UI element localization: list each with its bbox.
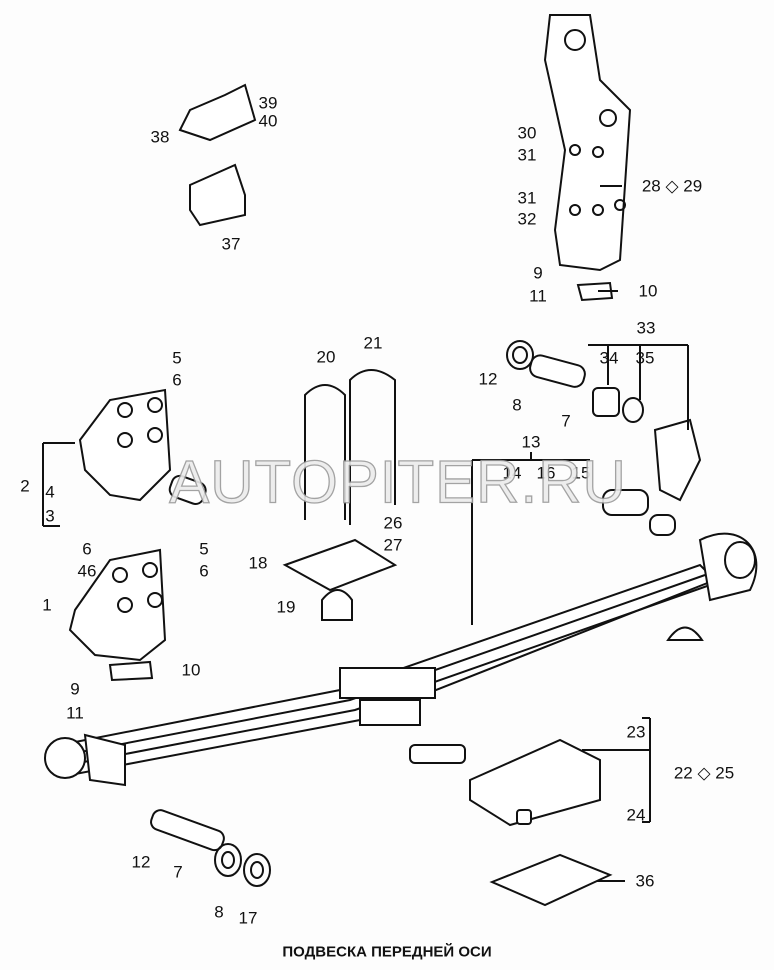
leaf-spring bbox=[44, 532, 758, 787]
part-label: 24 bbox=[626, 805, 646, 825]
rubber-block bbox=[189, 163, 246, 227]
part-label: 22 ◇ 25 bbox=[673, 763, 735, 783]
part-label: 28 ◇ 29 bbox=[641, 176, 703, 196]
part-label: 5 bbox=[172, 348, 182, 368]
part-label: 10 bbox=[638, 281, 658, 301]
part-label: 9 bbox=[533, 263, 543, 283]
part-label: 46 bbox=[77, 561, 97, 581]
part-label: 10 bbox=[181, 660, 201, 680]
part-label: 6 bbox=[82, 539, 92, 559]
front-bracket bbox=[78, 388, 172, 502]
part-label: 40 bbox=[258, 111, 278, 131]
part-label: 7 bbox=[561, 411, 571, 431]
plate-36 bbox=[489, 853, 613, 907]
part-label: 11 bbox=[529, 286, 547, 306]
part-label: 8 bbox=[512, 395, 522, 415]
part-label: 15 bbox=[571, 463, 591, 483]
part-label: 1 bbox=[42, 595, 52, 615]
shackle bbox=[653, 418, 702, 502]
part-label: 11 bbox=[66, 703, 84, 723]
part-label: 31 bbox=[517, 188, 537, 208]
part-label: 2 bbox=[20, 476, 30, 496]
part-label: 31 bbox=[517, 145, 537, 165]
part-label: 30 bbox=[517, 123, 537, 143]
part-label: 19 bbox=[276, 597, 296, 617]
bump-stop bbox=[321, 589, 353, 621]
part-label: 33 bbox=[636, 318, 656, 338]
part-label: 14 bbox=[502, 463, 522, 483]
part-label: 34 bbox=[599, 348, 619, 368]
part-label: 6 bbox=[172, 370, 182, 390]
part-label: 27 bbox=[383, 535, 403, 555]
part-label: 39 bbox=[258, 93, 278, 113]
part-label: 3 bbox=[45, 506, 55, 526]
spring-pad bbox=[282, 538, 398, 592]
clamp-plate bbox=[469, 738, 601, 827]
part-label: 26 bbox=[383, 513, 403, 533]
part-label: 7 bbox=[173, 862, 183, 882]
part-label: 37 bbox=[221, 234, 241, 254]
part-label: 13 bbox=[521, 432, 541, 452]
part-label: 21 bbox=[363, 333, 383, 353]
spring-hanger bbox=[543, 14, 632, 302]
part-label: 9 bbox=[70, 679, 80, 699]
part-label: 38 bbox=[150, 127, 170, 147]
part-label: 12 bbox=[478, 369, 498, 389]
u-bolt-20 bbox=[304, 384, 346, 520]
part-label: 16 bbox=[536, 463, 556, 483]
part-label: 5 bbox=[199, 539, 209, 559]
part-label: 23 bbox=[626, 722, 646, 742]
part-label: 4 bbox=[45, 482, 55, 502]
u-bolt-21 bbox=[349, 369, 396, 525]
part-label: 36 bbox=[635, 871, 655, 891]
bracket bbox=[178, 83, 257, 142]
part-label: 17 bbox=[238, 908, 258, 928]
part-label: 35 bbox=[635, 348, 655, 368]
part-label: 32 bbox=[517, 209, 537, 229]
part-label: 20 bbox=[316, 347, 336, 367]
diagram-caption: ПОДВЕСКА ПЕРЕДНЕЙ ОСИ bbox=[282, 943, 492, 961]
part-label: 12 bbox=[131, 852, 151, 872]
part-label: 8 bbox=[214, 902, 224, 922]
part-label: 18 bbox=[248, 553, 268, 573]
part-label: 6 bbox=[199, 561, 209, 581]
